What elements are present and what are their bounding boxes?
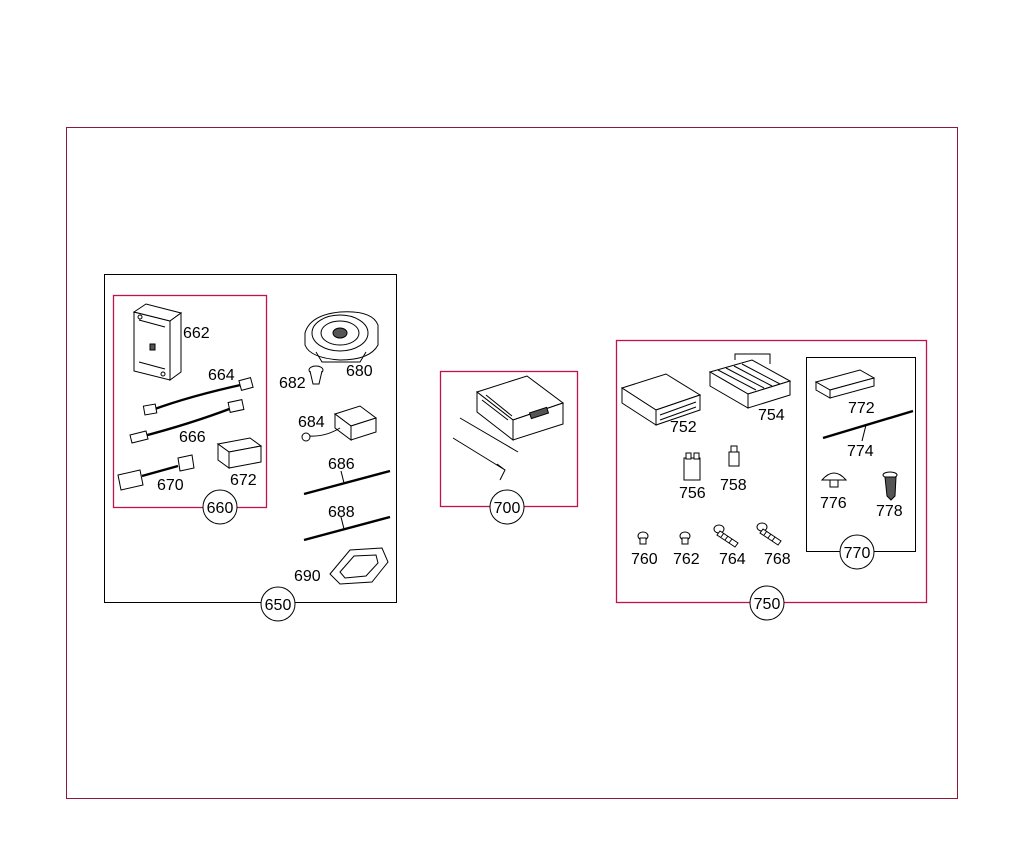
part-688-cable	[303, 515, 391, 542]
part-776-plug	[820, 472, 848, 488]
part-762-screw	[679, 531, 691, 545]
callout-672: 672	[230, 472, 257, 489]
part-754-amplifier	[708, 353, 792, 409]
part-666-cable	[129, 399, 245, 444]
part-672-module	[216, 437, 263, 469]
group-750-label: 750	[754, 596, 781, 613]
part-752-head-unit	[620, 373, 702, 426]
part-756-connector	[683, 452, 701, 481]
part-664-cable	[142, 377, 254, 416]
part-760-screw	[637, 531, 649, 545]
outer-frame	[66, 127, 958, 799]
callout-670: 670	[157, 477, 184, 494]
part-778-push-clip	[882, 471, 898, 501]
part-700-drawer	[452, 375, 565, 481]
group-700-circle	[489, 489, 525, 525]
callout-752: 752	[670, 419, 697, 436]
callout-688: 688	[328, 504, 355, 521]
group-700: 700	[439, 370, 579, 525]
part-774-strip	[822, 409, 914, 442]
group-770-circle	[839, 534, 875, 570]
callout-666: 666	[179, 429, 206, 446]
callout-768: 768	[764, 551, 791, 568]
callout-774: 774	[847, 443, 874, 460]
group-660-box	[112, 294, 268, 509]
group-650-box	[104, 274, 397, 603]
part-772-module	[814, 369, 876, 399]
part-682-clip	[308, 365, 324, 385]
part-662-control-unit	[132, 303, 183, 381]
callout-760: 760	[631, 551, 658, 568]
part-686-cable	[303, 469, 391, 496]
callout-682: 682	[279, 375, 306, 392]
callout-764: 764	[719, 551, 746, 568]
group-650-circle	[260, 586, 296, 622]
group-700-label: 700	[494, 500, 521, 517]
part-690-tray	[329, 547, 389, 585]
group-770-label: 770	[844, 545, 871, 562]
callout-778: 778	[876, 503, 903, 520]
part-764-bolt	[713, 524, 739, 548]
group-750: 752 754 756 758 760	[615, 339, 928, 621]
group-660-circle	[202, 489, 238, 525]
callout-664: 664	[208, 367, 235, 384]
callout-762: 762	[673, 551, 700, 568]
part-768-bolt	[756, 522, 782, 546]
part-670-adapter-cable	[117, 454, 195, 491]
callout-776: 776	[820, 495, 847, 512]
group-750-circle	[749, 585, 785, 621]
part-684-antenna	[301, 405, 378, 442]
callout-680: 680	[346, 363, 373, 380]
group-650: 662 664 666 670 672 6	[104, 274, 397, 622]
callout-754: 754	[758, 407, 785, 424]
callout-690: 690	[294, 568, 321, 585]
callout-662: 662	[183, 325, 210, 342]
part-680-speaker	[304, 311, 379, 363]
group-660-label: 660	[207, 500, 234, 517]
callout-758: 758	[720, 477, 747, 494]
group-650-label: 650	[265, 597, 292, 614]
part-758-connector	[728, 445, 740, 467]
callout-756: 756	[679, 485, 706, 502]
callout-772: 772	[848, 400, 875, 417]
callout-686: 686	[328, 456, 355, 473]
callout-684: 684	[298, 414, 325, 431]
